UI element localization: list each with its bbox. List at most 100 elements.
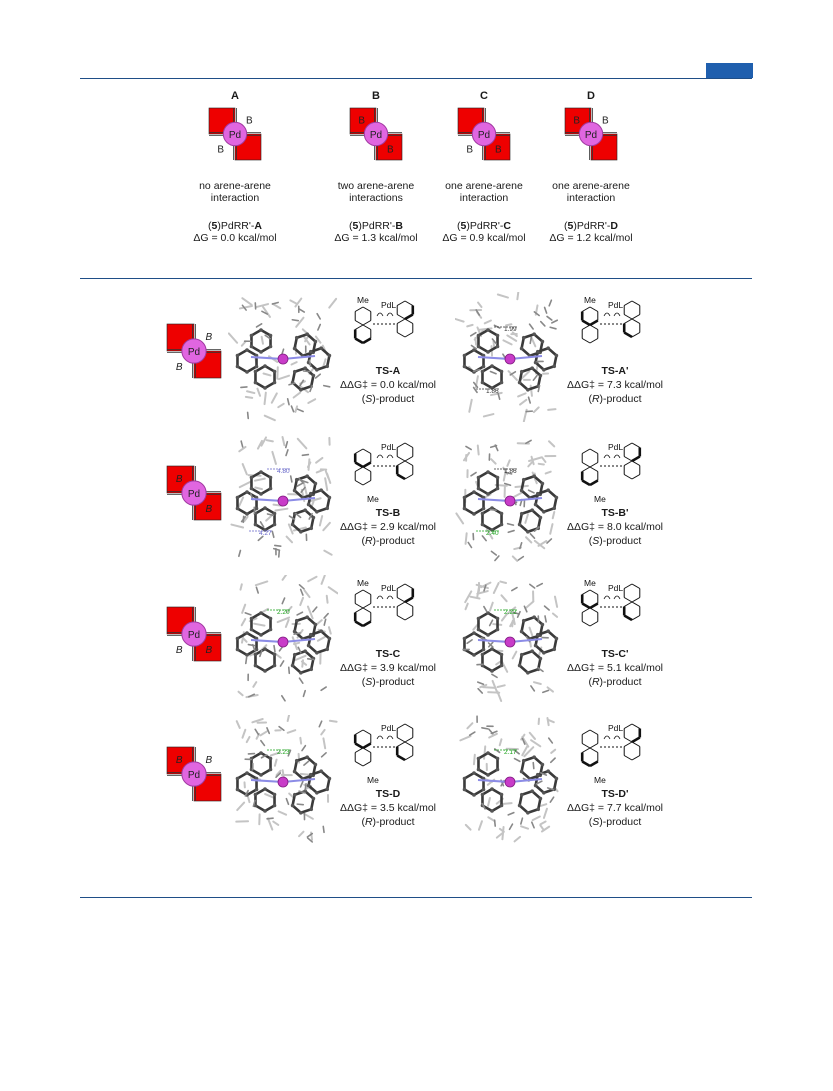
pd-atom-icon xyxy=(504,353,516,365)
product-suffix: )-product xyxy=(599,393,642,405)
pd-label: Pd xyxy=(370,130,382,141)
distance-label: 1.86 xyxy=(504,468,517,475)
product-paren: ( xyxy=(588,393,592,405)
boron-label: B xyxy=(176,755,183,766)
compound-label: (5)PdRR'-C xyxy=(457,220,511,232)
compound-label: (5)PdRR'-D xyxy=(564,220,618,232)
ts-ddg: ΔΔG‡ = 8.0 kcal/mol xyxy=(566,521,664,533)
distance-label: 4.27 xyxy=(259,530,272,537)
ts-name: TS-C' xyxy=(601,648,629,660)
compound-text: )PdRR'- xyxy=(466,220,504,232)
pd-label: Pd xyxy=(229,130,241,141)
product-configuration: R xyxy=(591,676,600,688)
ts-product: (R)-product xyxy=(328,815,448,829)
conformer-letter: C xyxy=(480,90,488,102)
pd-atom-icon xyxy=(181,338,207,364)
conformer-description: two arene-arene interactions xyxy=(337,180,415,204)
pd-label: Pd xyxy=(188,489,200,500)
compound-text: )PdRR'- xyxy=(358,220,396,232)
ts-info-ts-d-prime: TS-D'ΔΔG‡ = 7.7 kcal/mol(S)-product xyxy=(555,787,675,829)
methyl-label: Me xyxy=(594,775,606,785)
distance-label: 2.20 xyxy=(277,609,290,616)
pdl-label: PdL xyxy=(608,442,623,452)
pd-atom-icon xyxy=(277,353,289,365)
delta-g-value: ΔG = 1.3 kcal/mol xyxy=(334,232,418,244)
transition-state-3d-structure xyxy=(228,297,338,422)
compound-number: 5 xyxy=(352,220,359,232)
transition-state-3d-structure: 2.17 xyxy=(459,715,559,843)
compound-text: )PdRR'- xyxy=(217,220,255,232)
conformer-letter: A xyxy=(231,90,239,102)
top-rule xyxy=(80,78,752,79)
distance-label: 4.80 xyxy=(277,468,290,475)
methyl-label: Me xyxy=(584,578,596,588)
ts-name: TS-A xyxy=(375,365,401,377)
ts-product: (R)-product xyxy=(328,534,448,548)
boron-label: B xyxy=(602,116,609,127)
boron-label: B xyxy=(387,144,394,155)
product-paren: ( xyxy=(588,535,593,547)
boron-label: B xyxy=(206,645,213,656)
product-paren: ( xyxy=(588,816,593,828)
ts-product: (R)-product xyxy=(555,392,675,406)
methyl-label: Me xyxy=(357,295,369,305)
delta-g-value: ΔG = 0.0 kcal/mol xyxy=(193,232,277,244)
ts-ddg: ΔΔG‡ = 3.9 kcal/mol xyxy=(339,662,437,674)
boron-label: B xyxy=(573,116,580,127)
compound-suffix: A xyxy=(254,220,262,232)
boron-label: B xyxy=(358,116,365,127)
boron-label: B xyxy=(176,474,183,485)
compound-suffix: B xyxy=(395,220,403,232)
pd-atom-icon xyxy=(504,776,516,788)
boron-label: B xyxy=(217,144,224,155)
pd-atom-icon xyxy=(181,480,207,506)
ts-ddg: ΔΔG‡ = 7.3 kcal/mol xyxy=(566,379,664,391)
boron-label: B xyxy=(466,144,473,155)
ts-name: TS-D xyxy=(375,788,401,800)
compound-number: 5 xyxy=(567,220,574,232)
product-configuration: R xyxy=(364,816,373,828)
quadrant-tl xyxy=(349,107,377,135)
compound-text: )PdRR'- xyxy=(573,220,611,232)
methyl-label: Me xyxy=(357,578,369,588)
product-configuration: S xyxy=(365,676,373,688)
pdl-label: PdL xyxy=(608,583,623,593)
boron-label: B xyxy=(176,645,183,656)
ts-name: TS-A' xyxy=(601,365,629,377)
boron-label: B xyxy=(246,116,253,127)
product-configuration: R xyxy=(364,535,373,547)
pd-atom-icon xyxy=(504,495,516,507)
boron-label: B xyxy=(206,504,213,515)
transition-state-3d-structure: 4.80 4.27 xyxy=(230,436,333,558)
distance-label: 2.22 xyxy=(504,609,517,616)
methyl-label: Me xyxy=(584,295,596,305)
ts-product: (S)-product xyxy=(555,815,675,829)
transition-state-3d-structure: 1.862.40 xyxy=(455,439,559,562)
product-configuration: R xyxy=(591,393,600,405)
product-paren: ( xyxy=(361,393,366,405)
conformer-description: no arene-arene interaction xyxy=(199,180,271,204)
product-suffix: )-product xyxy=(599,816,642,828)
ts-ddg: ΔΔG‡ = 7.7 kcal/mol xyxy=(566,802,664,814)
ts-info-ts-a-prime: TS-A'ΔΔG‡ = 7.3 kcal/mol(R)-product xyxy=(555,364,675,406)
methyl-label: Me xyxy=(367,494,379,504)
